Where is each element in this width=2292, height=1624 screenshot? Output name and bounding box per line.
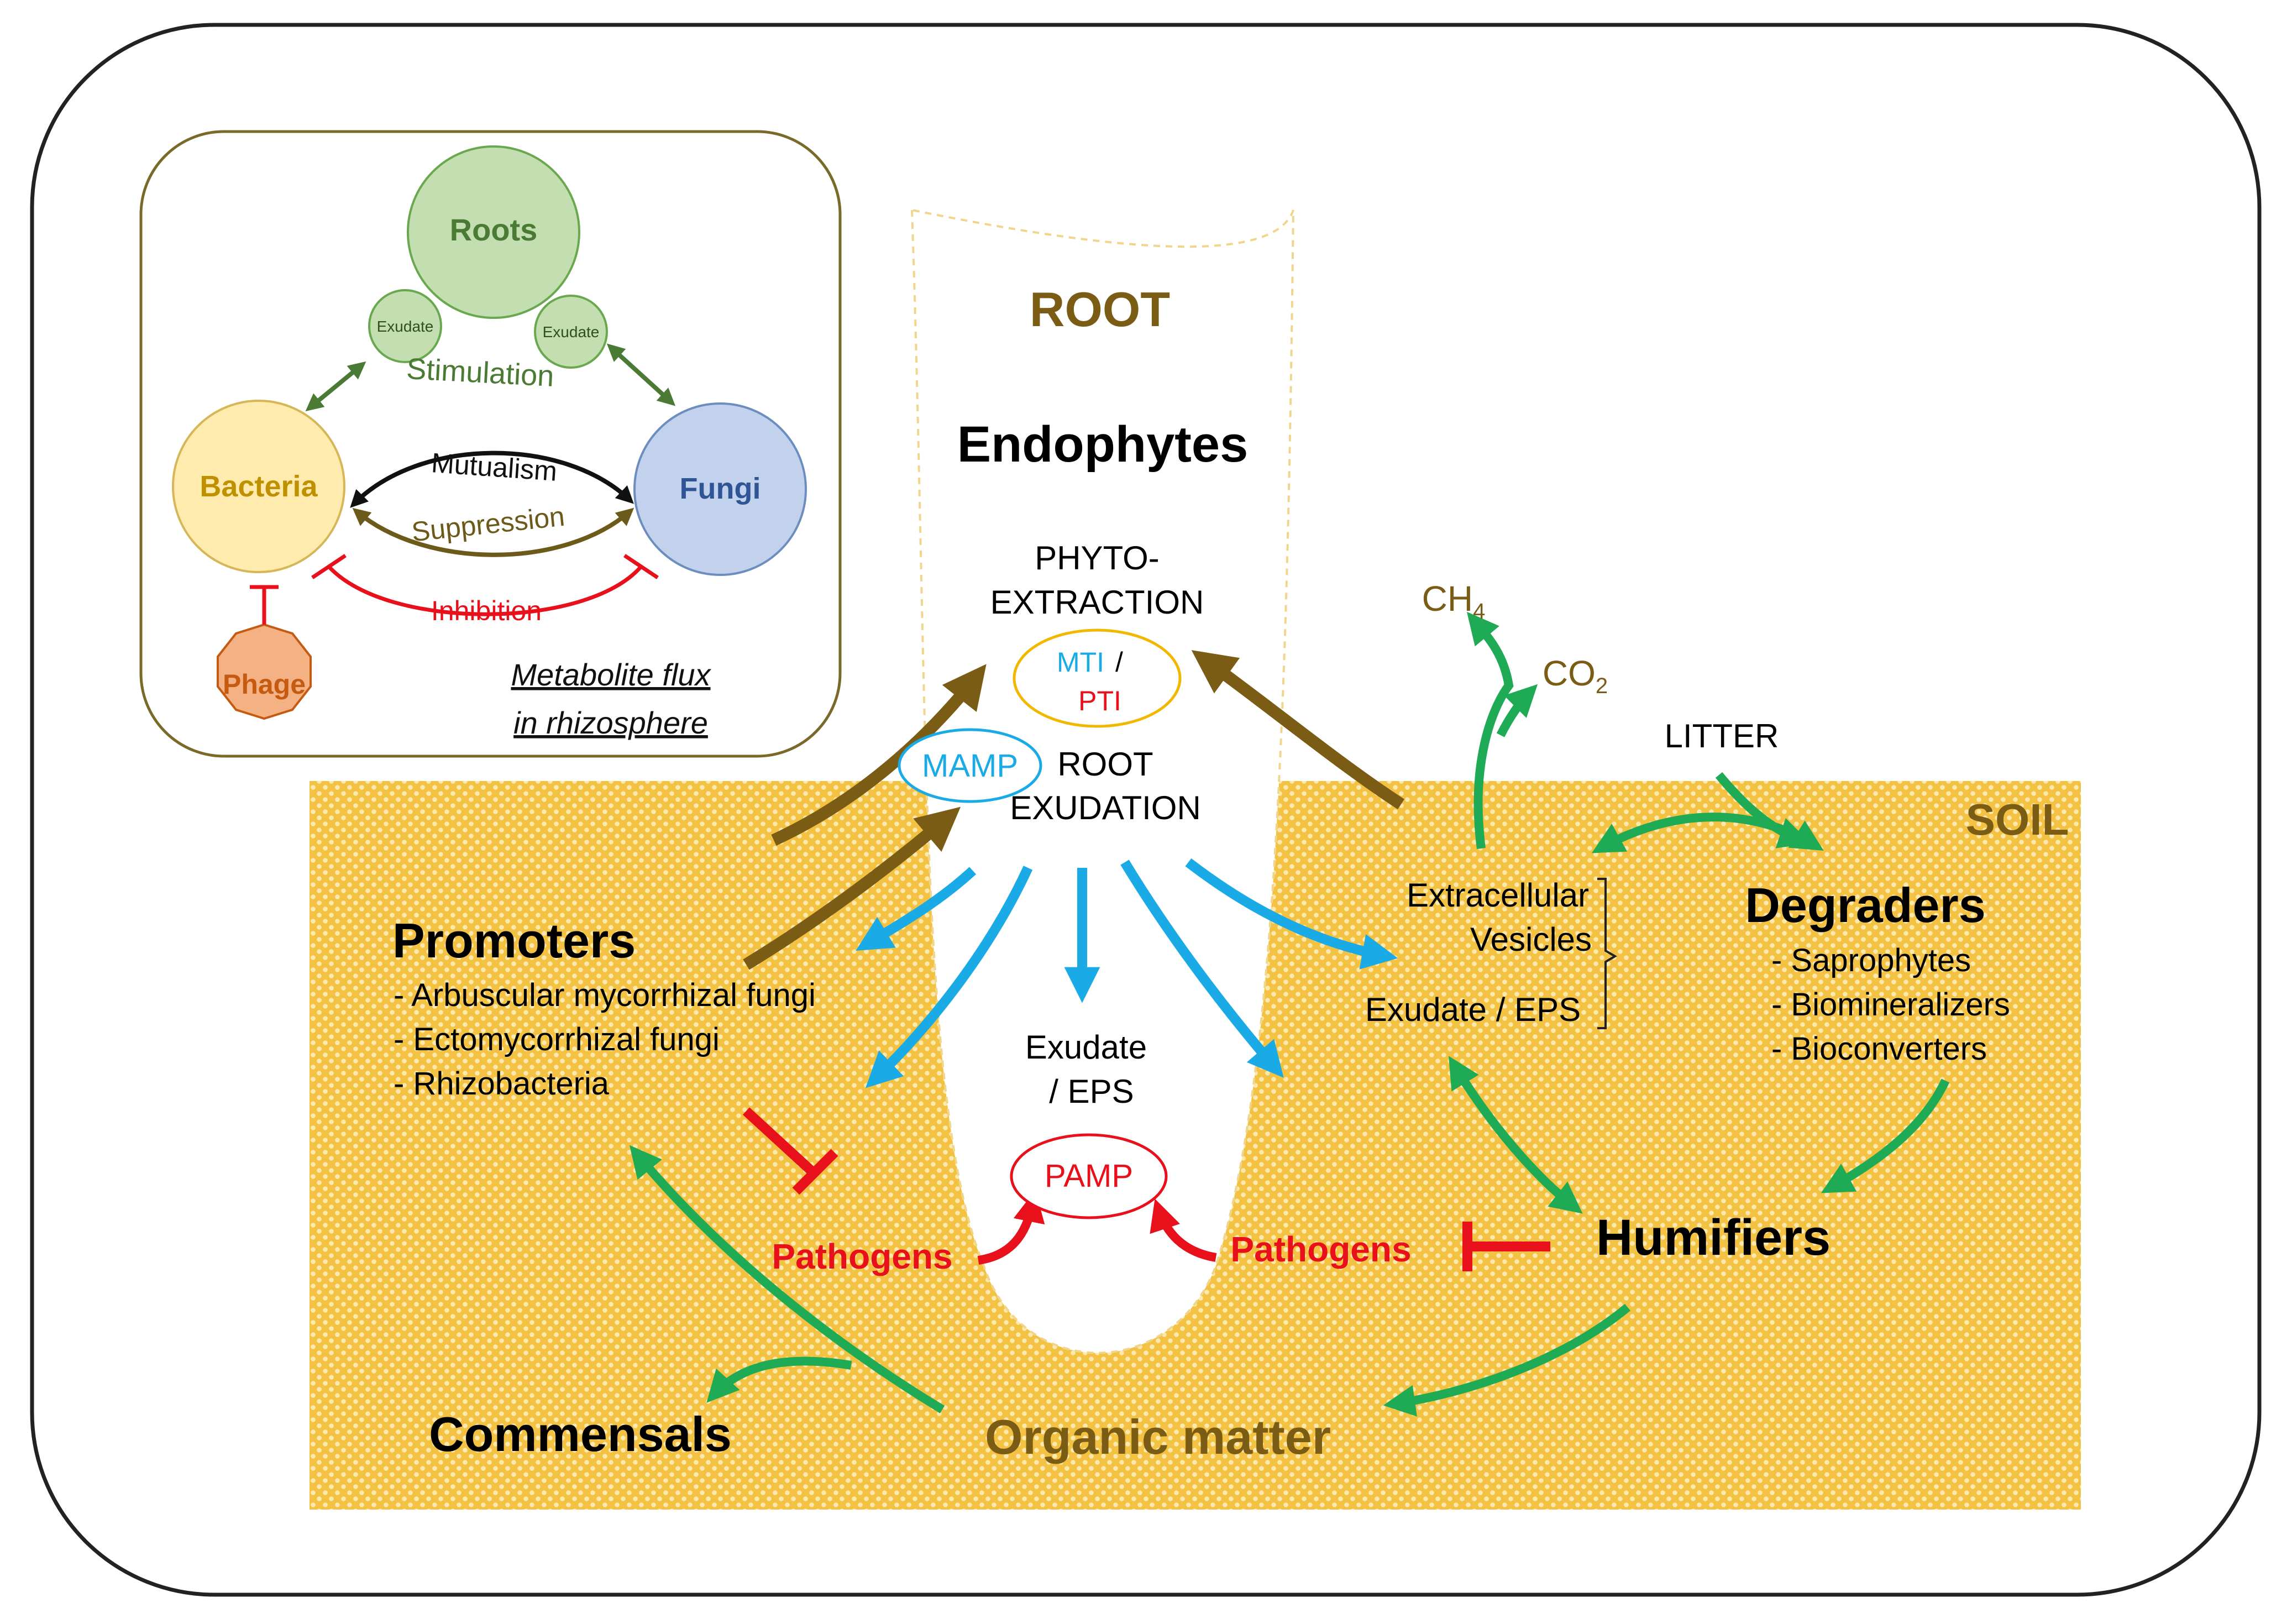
right-exudate-label: Exudate / EPS: [1365, 991, 1581, 1028]
pti-label: PTI: [1078, 685, 1121, 716]
brown-arrow-promoters-lower: [743, 806, 961, 970]
mti-pti-slash: /: [1115, 647, 1123, 678]
center-exudate-line1: Exudate: [1025, 1029, 1147, 1066]
exudate-node-left: [368, 289, 442, 363]
root-label: ROOT: [1030, 282, 1170, 337]
degraders-title: Degraders: [1745, 878, 1985, 933]
blue-arrow-1: [856, 867, 977, 951]
pathogens-right-label: Pathogens: [1230, 1229, 1411, 1269]
degrader-item-1: - Saprophytes: [1771, 942, 1971, 978]
mti-pti-ellipse: [1013, 628, 1182, 728]
mti-label: MTI: [1057, 647, 1104, 678]
bacteria-node: [172, 400, 345, 573]
roots-node: [407, 145, 580, 319]
degrader-item-2: - Biomineralizers: [1771, 987, 2010, 1023]
exudate-node-right: [534, 295, 608, 369]
inset-caption-line1: Metabolite flux: [511, 657, 711, 692]
roots-label: Roots: [450, 212, 538, 247]
pamp-ellipse: [1010, 1133, 1168, 1219]
organic-matter-label: Organic matter: [985, 1410, 1331, 1464]
phage-label: Phage: [223, 669, 306, 700]
promoters-title: Promoters: [392, 913, 636, 968]
root-exudation-line1: ROOT: [1057, 746, 1153, 783]
promoter-item-2: - Ectomycorrhizal fungi: [394, 1021, 720, 1057]
bacteria-label: Bacteria: [200, 470, 318, 503]
red-arrow-pathogens-right: [1150, 1198, 1217, 1262]
ev-brace: [1597, 878, 1617, 1029]
exudate-label-right: Exudate: [543, 323, 600, 340]
green-arrow-exudate-humifiers: [1449, 1056, 1583, 1214]
pathogens-left-label: Pathogens: [772, 1237, 952, 1276]
red-arrow-pathogens-left: [977, 1190, 1045, 1265]
phage-node: [217, 623, 312, 720]
inset-caption-line2: in rhizosphere: [513, 705, 708, 740]
extracellular-vesicles-line1: Extracellular: [1407, 877, 1589, 914]
promoter-item-1: - Arbuscular mycorrhizal fungi: [394, 977, 816, 1013]
inset-panel: [139, 130, 842, 758]
root-exudation-line2: EXUDATION: [1010, 789, 1201, 826]
green-arrow-commensals: [706, 1356, 852, 1403]
phyto-extraction-line2: EXTRACTION: [990, 584, 1204, 621]
green-arrow-co2: [1496, 684, 1538, 737]
blue-arrow-4: [1120, 860, 1284, 1078]
root-shape: [910, 208, 1294, 1354]
stimulation-arrow-left: [305, 361, 366, 412]
red-inhibit-promoters-pathogens: [742, 1107, 816, 1176]
stimulation-label: Stimulation: [406, 352, 555, 393]
degrader-item-3: - Bioconverters: [1771, 1031, 1987, 1067]
brown-arrow-promoters-upper: [771, 664, 987, 846]
inhibition-bar-right: [623, 554, 659, 579]
blue-arrow-5: [1185, 858, 1398, 970]
blue-arrow-2: [865, 866, 1033, 1088]
fungi-node: [633, 402, 807, 576]
soil-label: SOIL: [1966, 795, 2069, 844]
mutualism-arrow: [350, 450, 634, 508]
ch4-label: CH4: [1422, 579, 1486, 624]
litter-label: LITTER: [1665, 717, 1779, 755]
green-arrow-humifiers-om: [1383, 1303, 1631, 1417]
endophytes-label: Endophytes: [957, 416, 1248, 473]
promoter-item-3: - Rhizobacteria: [394, 1066, 610, 1102]
fungi-label: Fungi: [680, 472, 761, 505]
red-inhibit-bar-left: [792, 1149, 838, 1195]
green-arrow-litter: [1715, 772, 1811, 848]
green-arrow-degraders-humifiers: [1821, 1078, 1950, 1193]
brown-arrow-right: [1191, 650, 1405, 810]
center-exudate-line2: / EPS: [1049, 1073, 1134, 1110]
mamp-label: MAMP: [922, 748, 1018, 784]
stimulation-arrow-right: [606, 343, 676, 406]
suppression-arrow: [352, 507, 634, 557]
pamp-label: PAMP: [1045, 1158, 1133, 1194]
mamp-ellipse: [898, 728, 1042, 803]
green-arrow-om-promoters: [629, 1145, 945, 1413]
phyto-extraction-line1: PHYTO-: [1035, 539, 1160, 577]
co2-label: CO2: [1543, 653, 1608, 698]
exudate-label-left: Exudate: [377, 318, 434, 335]
inhibition-bar-left: [311, 554, 347, 579]
extracellular-vesicles-line2: Vesicles: [1470, 921, 1592, 958]
inhibition-label: Inhibition: [431, 595, 542, 626]
humifiers-label: Humifiers: [1596, 1209, 1831, 1266]
inhibition-arc: [327, 565, 643, 616]
green-arrow-gas: [1466, 611, 1514, 850]
commensals-label: Commensals: [429, 1407, 732, 1461]
